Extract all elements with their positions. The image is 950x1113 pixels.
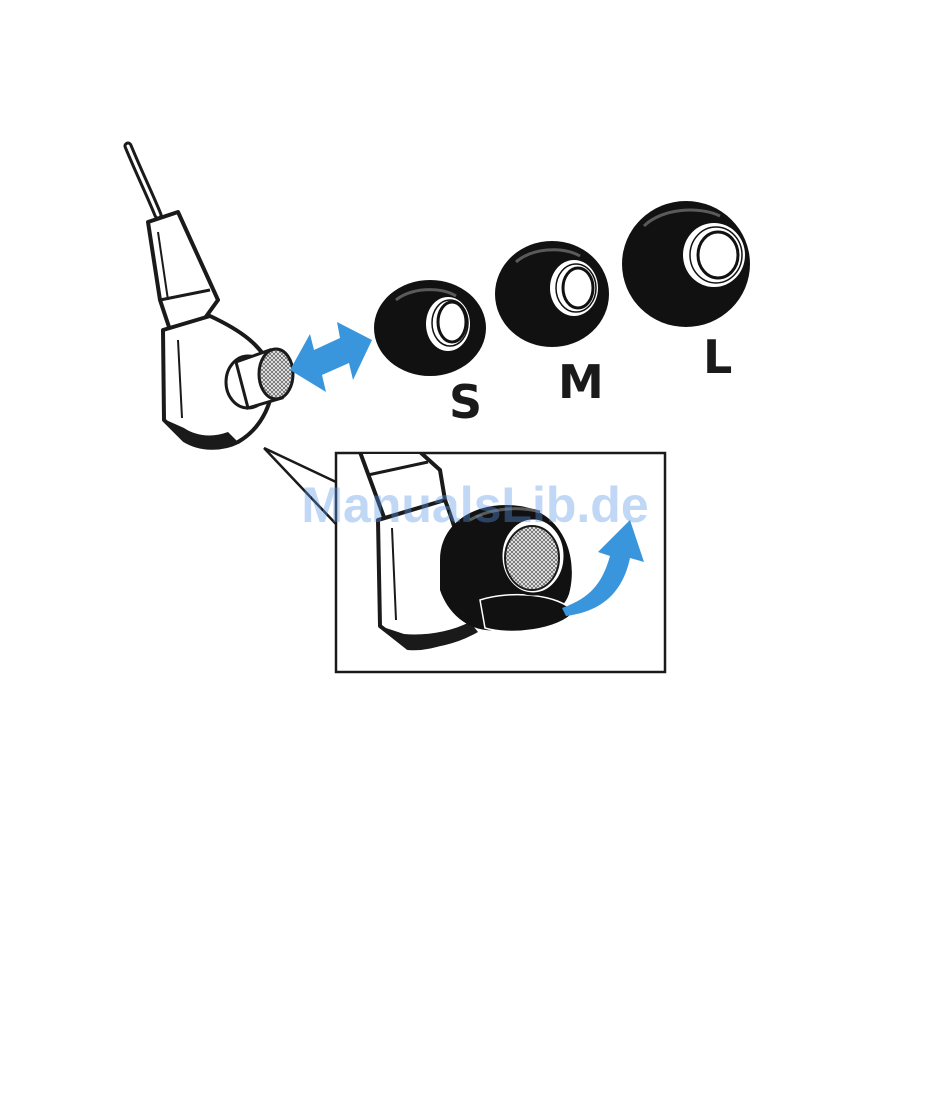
ear-tip-medium <box>495 241 609 347</box>
size-label-small: S <box>449 375 482 429</box>
ear-tip-large <box>622 201 750 327</box>
size-label-medium: M <box>558 355 604 409</box>
inset-nozzle-mesh <box>505 526 559 590</box>
earphone-icon <box>128 146 293 448</box>
watermark: ManualsLib.de <box>301 477 648 533</box>
size-label-large: L <box>703 330 732 384</box>
earphone-stem <box>148 212 218 330</box>
double-headed-arrow-icon <box>290 322 372 392</box>
nozzle-mesh <box>259 349 293 399</box>
ear-tip-small <box>374 280 486 376</box>
